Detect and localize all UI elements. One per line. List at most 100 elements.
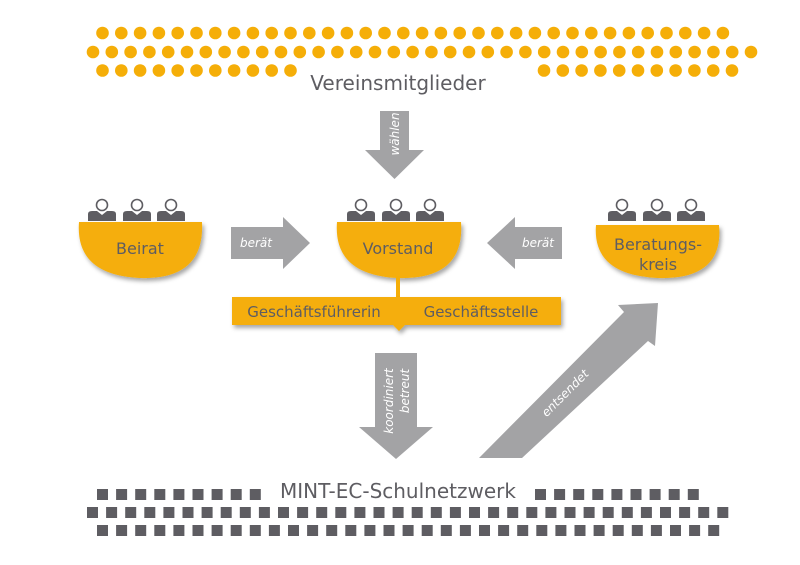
beratungskreis-people xyxy=(607,198,706,222)
member-dot xyxy=(237,45,250,59)
member-dot xyxy=(472,26,485,40)
network-square xyxy=(144,507,156,518)
member-dot xyxy=(190,26,203,40)
member-dot xyxy=(397,26,410,40)
arrow-entsendet-shape xyxy=(479,303,658,458)
member-dot xyxy=(612,64,626,77)
network-square xyxy=(679,507,691,518)
member-dot xyxy=(434,26,448,40)
network-square xyxy=(316,507,328,518)
member-dot xyxy=(631,45,645,59)
network-square xyxy=(421,525,433,536)
member-dot xyxy=(96,26,109,40)
member-dot xyxy=(199,45,213,59)
member-dot xyxy=(500,45,513,59)
network-square xyxy=(488,507,500,518)
person-icon xyxy=(156,198,186,222)
arrow-beirat-beraet-shape xyxy=(231,217,310,269)
member-dot xyxy=(321,26,335,40)
arrow-kreis-beraet-shape xyxy=(487,217,562,269)
network-square xyxy=(536,525,548,536)
network-square xyxy=(573,489,585,500)
network-square xyxy=(154,525,166,536)
network-square xyxy=(239,507,251,518)
network-square xyxy=(116,489,128,500)
network-square xyxy=(708,525,720,536)
network-square xyxy=(392,507,404,518)
person-icon xyxy=(676,198,706,222)
member-dot xyxy=(725,64,739,77)
network-square xyxy=(402,525,414,536)
member-dot xyxy=(284,64,297,77)
member-dot xyxy=(368,45,382,59)
network-square xyxy=(612,525,624,536)
member-dot xyxy=(528,26,542,40)
body-beratungskreis: Beratungs- kreis xyxy=(595,198,720,279)
member-dot xyxy=(688,64,701,77)
network-square xyxy=(364,525,376,536)
member-dot xyxy=(161,45,175,59)
member-dot xyxy=(443,45,457,59)
network-square xyxy=(498,525,510,536)
member-dot xyxy=(415,26,429,40)
network-square xyxy=(154,489,166,500)
network-square xyxy=(182,507,194,518)
member-dot xyxy=(688,45,701,59)
beirat-people xyxy=(87,198,186,222)
member-dot xyxy=(566,26,579,40)
network-square xyxy=(649,489,661,500)
member-dot xyxy=(387,45,401,59)
beirat-shape xyxy=(78,222,203,279)
office-bar-shape xyxy=(232,297,561,331)
member-dot xyxy=(312,45,325,59)
arrow-beirat-beraet-label: berät xyxy=(240,236,273,250)
member-dot xyxy=(143,45,156,59)
member-dot xyxy=(707,45,720,59)
network-square xyxy=(479,525,490,536)
network-square xyxy=(335,507,347,518)
person-icon xyxy=(415,198,445,222)
member-dot xyxy=(603,26,617,40)
network-square xyxy=(192,525,204,536)
arrow-koordiniert-label-line-2: betreut xyxy=(398,368,412,414)
network-square xyxy=(106,507,118,518)
member-dot xyxy=(537,45,551,59)
beirat-label: Beirat xyxy=(116,239,164,258)
office-bar-right-label: Geschäftsstelle xyxy=(424,303,539,321)
member-dot xyxy=(209,64,222,77)
vorstand-label: Vorstand xyxy=(363,239,434,258)
member-dot xyxy=(152,26,166,40)
member-dot xyxy=(425,45,438,59)
member-dot xyxy=(227,26,241,40)
member-dot xyxy=(124,45,137,59)
member-dot xyxy=(453,26,467,40)
network-square xyxy=(564,507,576,518)
vorstand-people xyxy=(346,198,445,222)
member-dot xyxy=(180,45,194,59)
member-dot xyxy=(575,45,589,59)
member-dot xyxy=(105,45,119,59)
network-square xyxy=(526,507,538,518)
member-dot xyxy=(227,64,241,77)
body-vorstand: Vorstand xyxy=(336,198,462,298)
network-square xyxy=(440,525,452,536)
member-dot xyxy=(246,64,260,77)
network-square xyxy=(163,507,175,518)
network-label: MINT-EC-Schulnetzwerk xyxy=(280,479,516,503)
person-icon xyxy=(346,198,376,222)
member-dot xyxy=(340,26,354,40)
member-dot xyxy=(86,45,100,59)
beratungskreis-shape xyxy=(595,225,720,279)
network-square xyxy=(593,525,605,536)
network-square xyxy=(554,489,566,500)
member-dot xyxy=(537,64,551,77)
arrow-entsendet: entsendet xyxy=(479,303,658,458)
arrow-waehlen-label: wählen xyxy=(388,112,402,155)
member-dot xyxy=(284,26,297,40)
network-square xyxy=(268,525,280,536)
beratungskreis-label-line-2: kreis xyxy=(639,255,677,274)
network-square xyxy=(354,507,366,518)
arrow-koordiniert-shape xyxy=(359,353,433,459)
person-icon xyxy=(122,198,152,222)
